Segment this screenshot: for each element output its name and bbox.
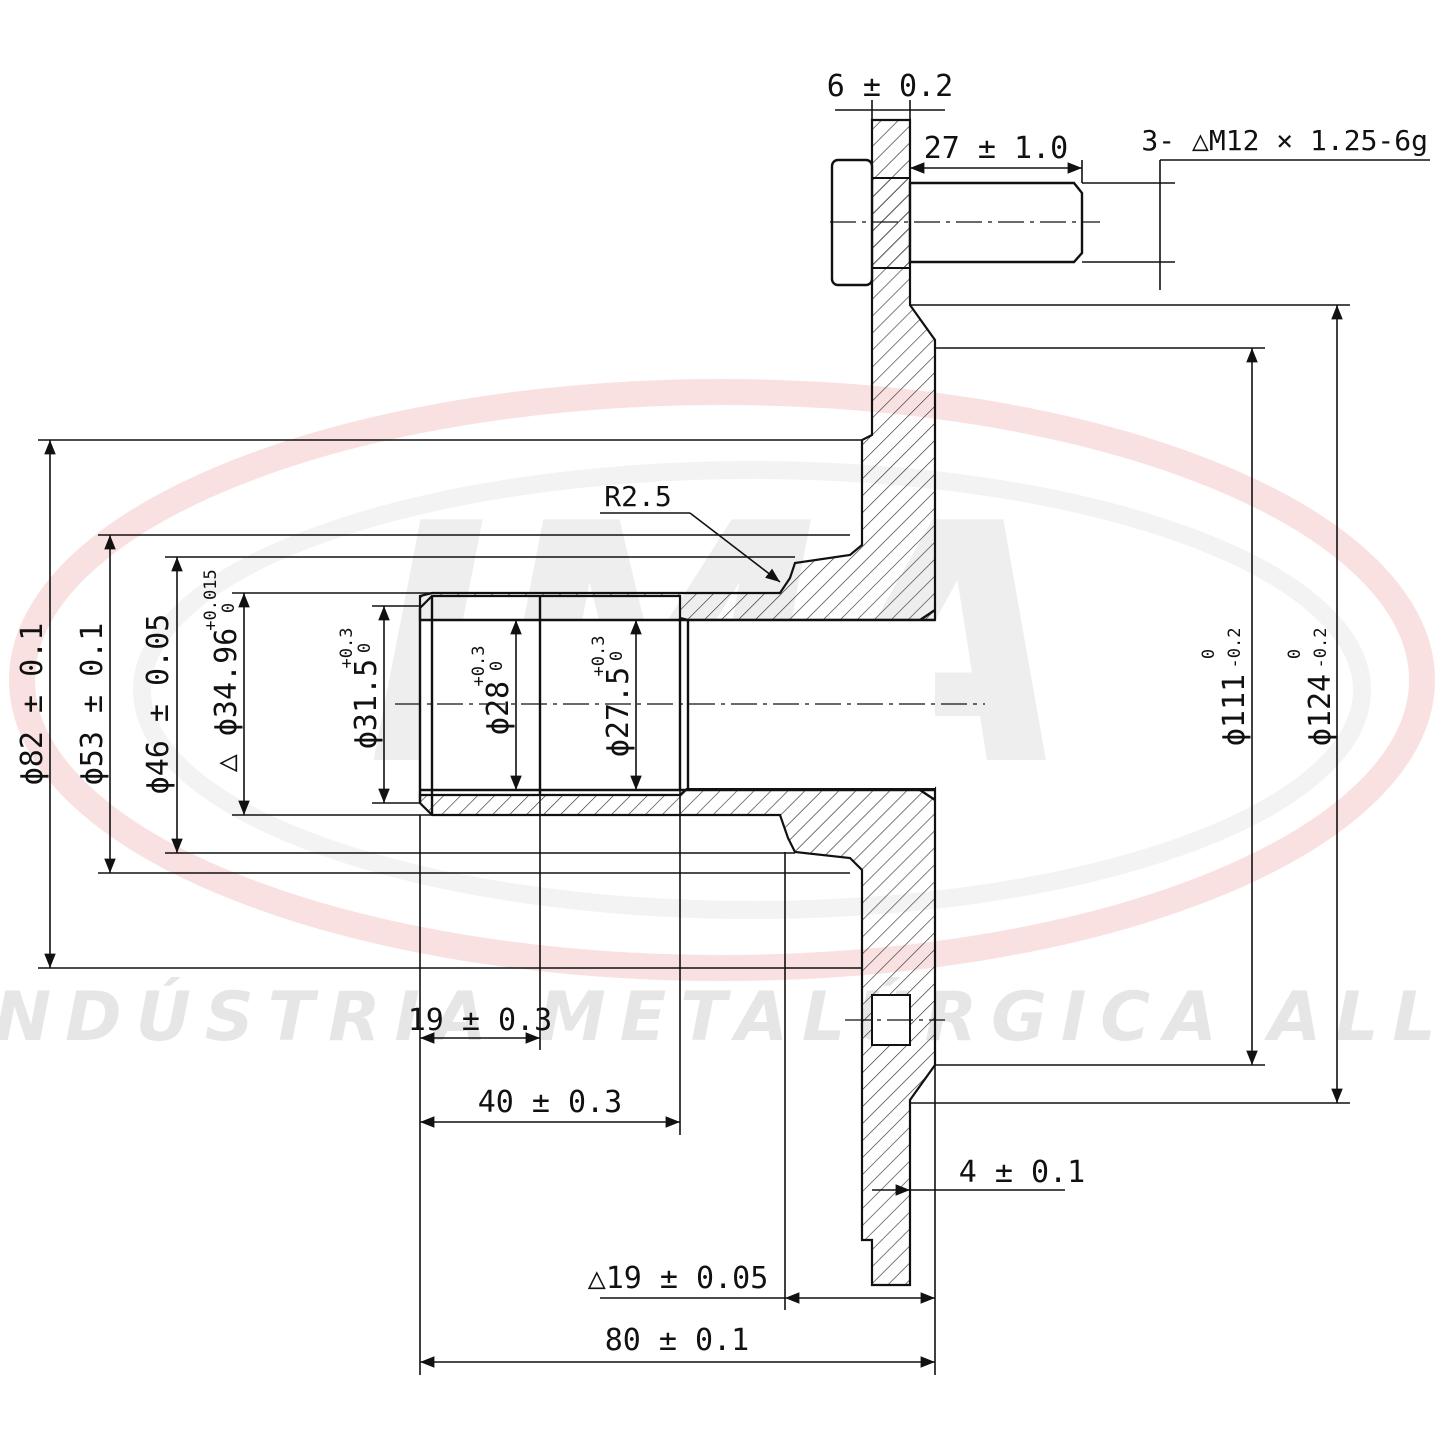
dim-flange-thickness: 6 ± 0.2: [827, 69, 953, 104]
watermark-company: INDÚSTRIA METALÚRGICA ALLI: [0, 977, 1445, 1057]
dim-dia-82: ϕ82 ± 0.1: [15, 623, 50, 786]
stud-shank: [908, 181, 1084, 264]
dim-dia-46: ϕ46 ± 0.05: [141, 614, 176, 795]
dim-dia-27-5-tol-upper: +0.3: [589, 636, 609, 677]
dimension-lines: [38, 100, 1430, 1375]
dim-fillet-radius: R2.5: [604, 480, 671, 513]
dim-dia-34-96-tol-lower: 0: [219, 603, 239, 613]
dim-dia-53: ϕ53 ± 0.1: [75, 623, 110, 786]
dim-stud-length: 27 ± 1.0: [924, 131, 1069, 166]
dim-length-19-05: △19 ± 0.05: [588, 1261, 769, 1296]
dim-length-80: 80 ± 0.1: [605, 1323, 750, 1358]
dim-length-19: 19 ± 0.3: [408, 1003, 553, 1038]
dim-dia-28-tol-upper: +0.3: [469, 646, 489, 687]
wheel-stud: [830, 158, 1100, 287]
dim-dia-111-tol-upper: 0: [1199, 649, 1219, 659]
dim-dia-111: ϕ111: [1217, 674, 1252, 746]
dim-dia-31-5: ϕ31.5: [349, 659, 384, 749]
dim-dia-34-96-tol-upper: +0.015: [201, 569, 221, 630]
dim-dia-34-96: △ ϕ34.96: [209, 628, 244, 773]
dim-length-4: 4 ± 0.1: [959, 1155, 1085, 1190]
dim-dia-28: ϕ28: [481, 681, 516, 735]
stud-knurl: [871, 177, 911, 269]
dim-dia-31-5-tol-upper: +0.3: [337, 628, 357, 669]
dimension-labels: 6 ± 0.2 27 ± 1.0 3- △M12 × 1.25-6g R2.5 …: [15, 69, 1428, 1358]
dim-dia-27-5-tol-lower: 0: [607, 651, 627, 661]
dim-dia-124-tol-upper: 0: [1285, 649, 1305, 659]
dim-dia-27-5: ϕ27.5: [601, 667, 636, 757]
dim-dia-111-tol-lower: -0.2: [1225, 628, 1245, 669]
dim-dia-28-tol-lower: 0: [487, 661, 507, 671]
dim-dia-124-tol-lower: -0.2: [1311, 628, 1331, 669]
dim-length-40: 40 ± 0.3: [478, 1085, 623, 1120]
watermark-ring-inner: [133, 461, 1371, 919]
dim-dia-31-5-tol-lower: 0: [355, 643, 375, 653]
dim-stud-thread: 3- △M12 × 1.25-6g: [1141, 124, 1428, 157]
dim-dia-124: ϕ124: [1303, 674, 1338, 746]
